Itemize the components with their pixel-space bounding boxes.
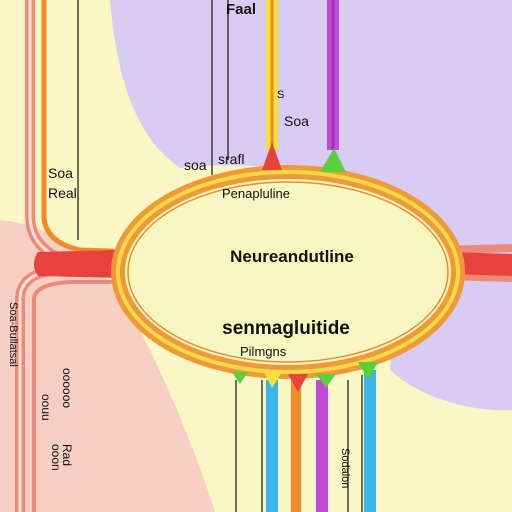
top-right-label: Faal	[226, 1, 256, 18]
mid-left-label: soa	[184, 157, 207, 173]
column-text-4: Rad	[60, 444, 74, 466]
left-label-line2: Real	[48, 185, 77, 201]
top-red-channel	[262, 142, 282, 170]
vertical-left-label: Soa-Bullatsal	[7, 302, 19, 367]
membrane-top-label: Penapluline	[222, 186, 290, 201]
pink-region	[0, 220, 215, 512]
lower-label: Pilmgns	[240, 344, 287, 359]
left-label-line1: Soa	[48, 165, 73, 181]
center-subtitle: senmagluitide	[222, 318, 350, 339]
column-text-1: oooooo	[60, 368, 74, 408]
vertical-right-label: Sodalon	[339, 448, 351, 488]
top-green-channel	[320, 148, 346, 172]
bottom-pathways	[266, 370, 376, 512]
cell-body	[111, 165, 465, 379]
top-pathway-small-label: S	[277, 89, 284, 101]
column-text-2: oouu	[39, 394, 53, 421]
center-title: Neureandutline	[230, 247, 354, 266]
mid-left-label-2: srafl	[218, 151, 244, 167]
left-channel	[34, 250, 122, 278]
guide-lines	[77, 0, 363, 512]
top-pathway-label: Soa	[284, 113, 309, 129]
top-pathways	[266, 0, 339, 150]
column-text-3: ooon	[49, 444, 63, 471]
bottom-channels	[232, 362, 378, 392]
